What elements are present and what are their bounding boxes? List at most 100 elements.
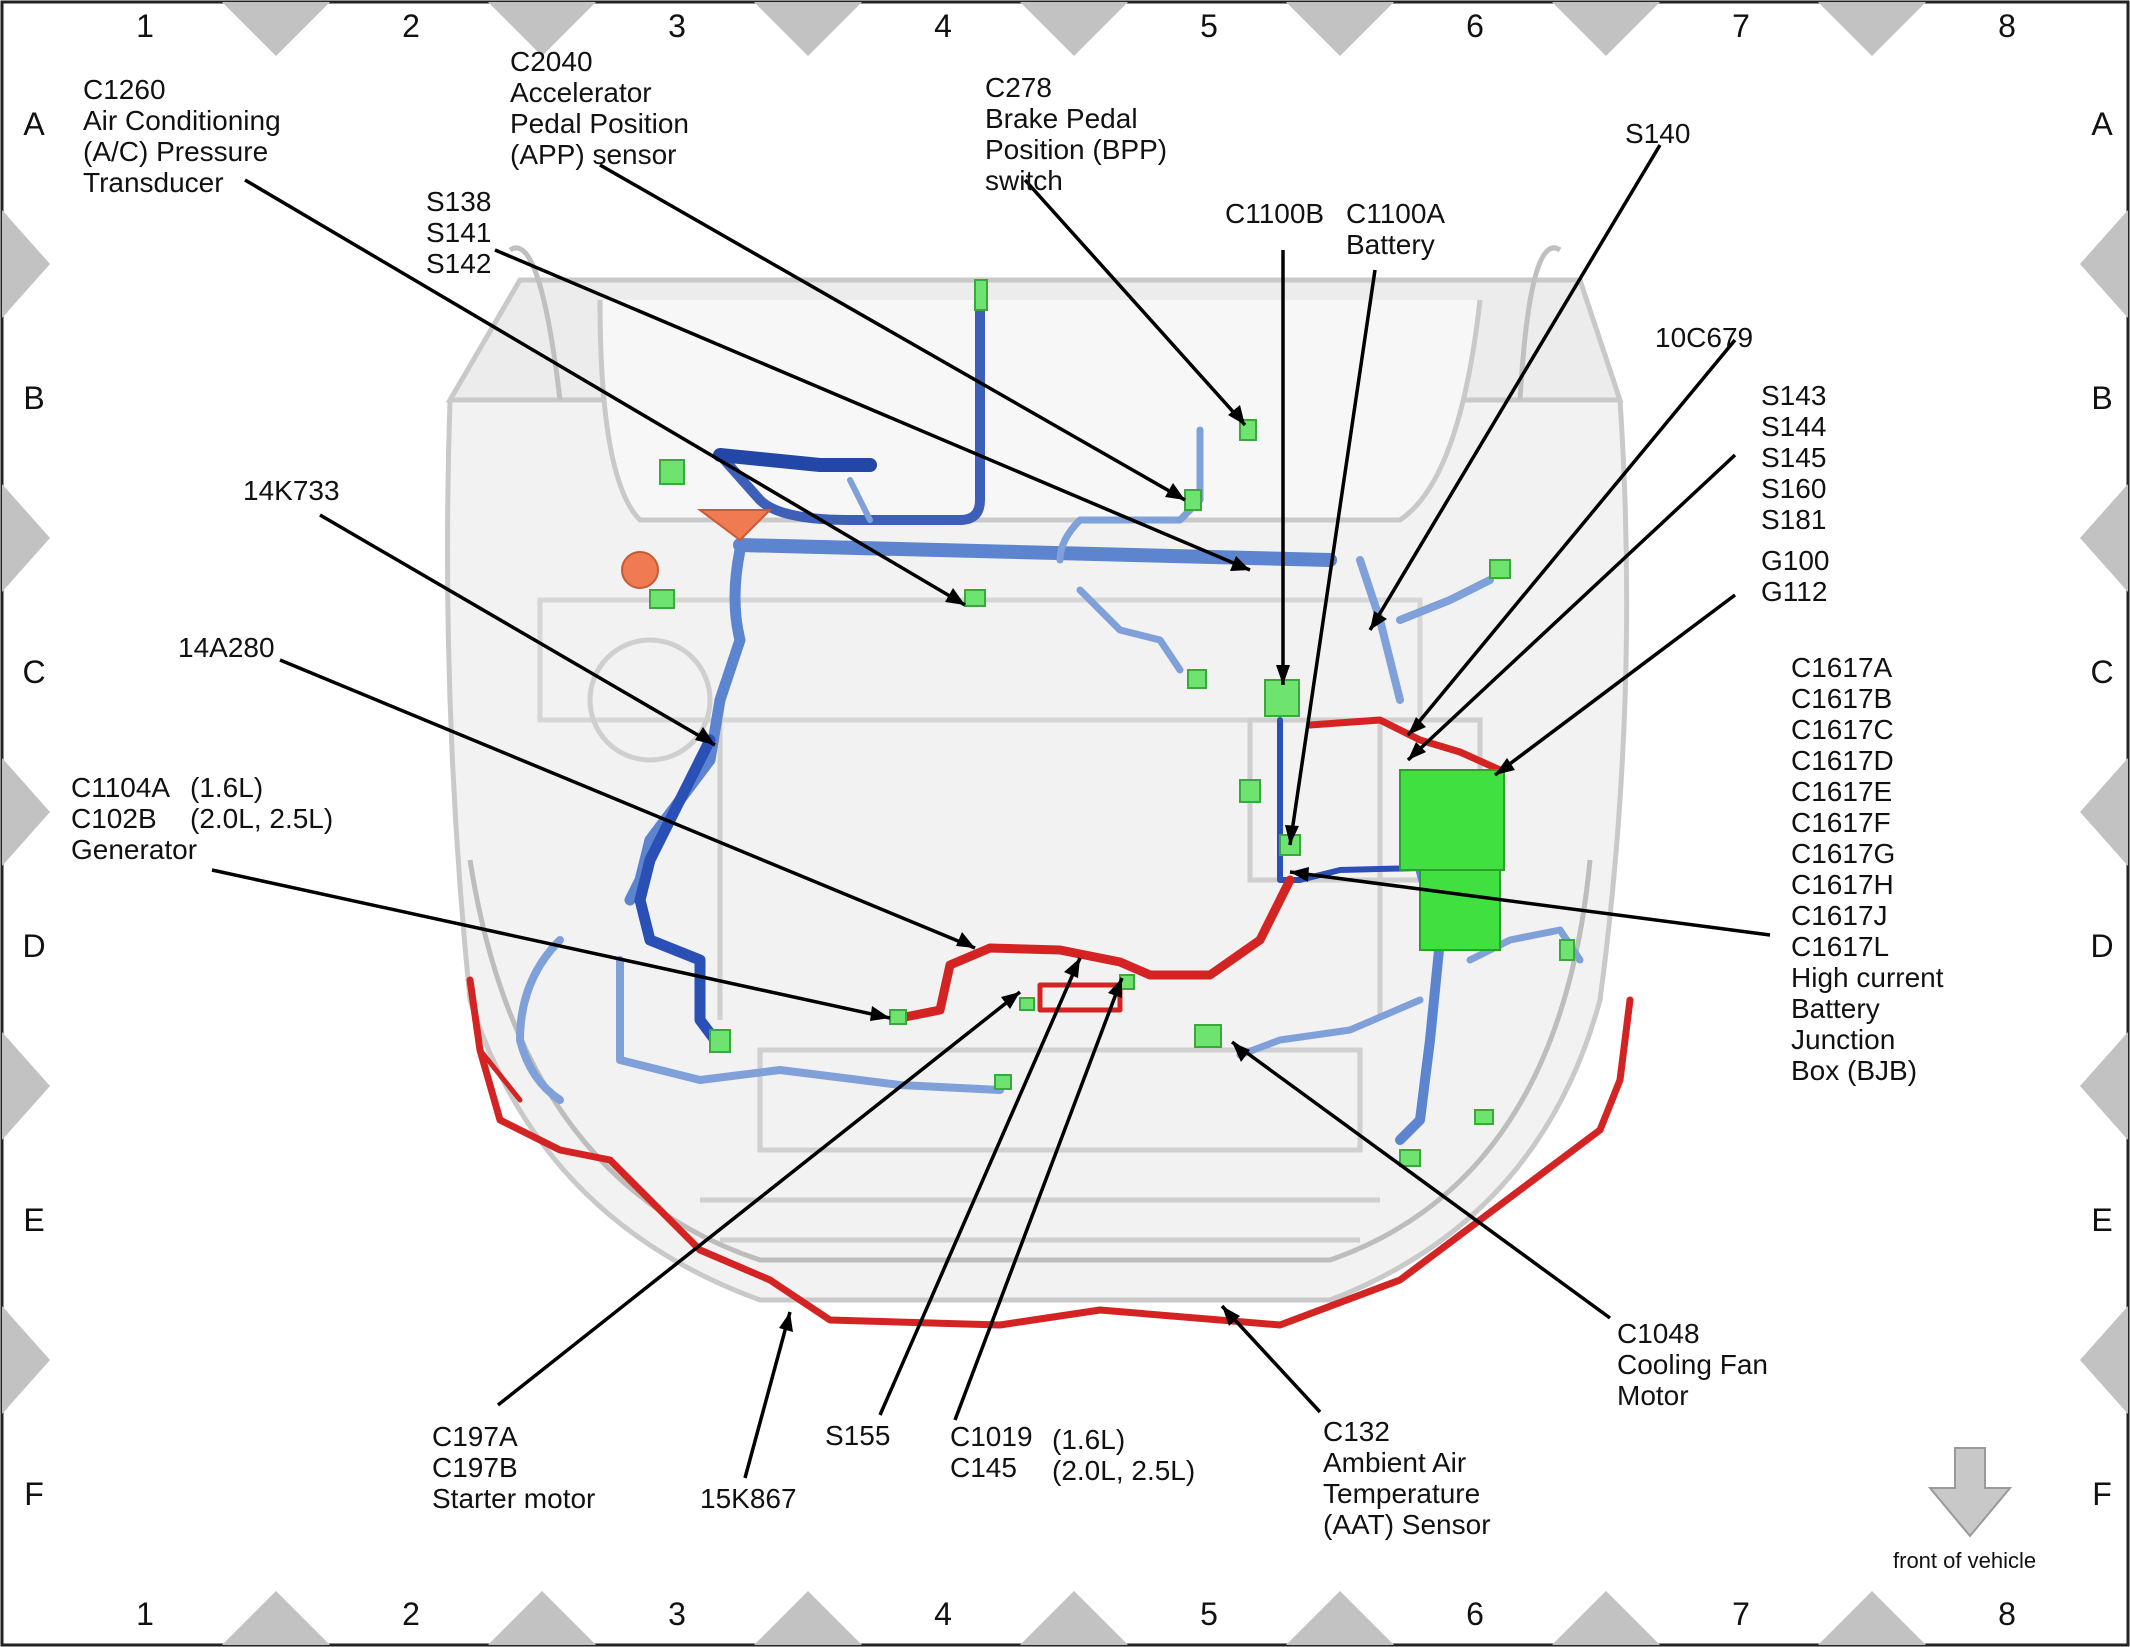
grid-column-3-bottom: 3 <box>668 1596 686 1632</box>
callout-c102b: C102B <box>71 803 157 834</box>
callout-line: Temperature <box>1323 1478 1481 1509</box>
callout-line: (AAT) Sensor <box>1323 1509 1491 1540</box>
callout-line: Motor <box>1617 1380 1689 1411</box>
grid-column-2-top: 2 <box>402 8 420 44</box>
grid-row-e-left: E <box>23 1202 45 1238</box>
callout-line: C1617F <box>1791 807 1891 838</box>
callout-line: G100 <box>1761 545 1830 576</box>
grid-row-c-right: C <box>2090 654 2114 690</box>
red-harness <box>466 716 1634 1329</box>
callout-line: Box (BJB) <box>1791 1055 1918 1086</box>
grid-row-e-right: E <box>2091 1202 2113 1238</box>
grid-column-7-bottom: 7 <box>1732 1596 1750 1632</box>
grid-row-b-left: B <box>23 380 45 416</box>
callout-line: 14A280 <box>178 632 275 663</box>
callout-generator: Generator <box>71 834 197 865</box>
callout-line: Cooling Fan <box>1617 1349 1768 1380</box>
grid-column-3-top: 3 <box>668 8 686 44</box>
grid-row-c-left: C <box>22 654 46 690</box>
callout-line: C1617A <box>1791 652 1893 683</box>
callout-line: C197A <box>432 1421 518 1452</box>
callout-line: Ambient Air <box>1323 1447 1467 1478</box>
callout-line: Battery <box>1791 993 1880 1024</box>
callout-line: S142 <box>426 248 492 279</box>
callout-line: C1100A <box>1346 198 1446 229</box>
front-direction-arrow-icon <box>1927 1447 2013 1538</box>
leader-arrowheads <box>695 405 1515 1332</box>
grid-row-b-right: B <box>2091 380 2113 416</box>
callout-line: S155 <box>825 1420 891 1451</box>
callout-line: Junction <box>1791 1024 1896 1055</box>
grid-column-4-bottom: 4 <box>934 1596 952 1632</box>
grid-column-4-top: 4 <box>934 8 952 44</box>
callout-line: S141 <box>426 217 492 248</box>
grid-row-d-right: D <box>2090 928 2114 964</box>
callout-line: S140 <box>1625 118 1691 149</box>
callout-line: C1019 <box>950 1421 1033 1452</box>
callout-line: C197B <box>432 1452 518 1483</box>
callout-line: (2.0L, 2.5L) <box>190 803 334 834</box>
callout-line: (A/C) Pressure <box>83 136 269 167</box>
callout-line: (1.6L) <box>1052 1424 1126 1455</box>
callout-line: switch <box>985 165 1063 196</box>
callout-line: C1104A <box>71 772 171 803</box>
callout-line: (2.0L, 2.5L) <box>1052 1455 1196 1486</box>
callout-c1019-engine: (1.6L)(2.0L, 2.5L) <box>1052 1424 1195 1486</box>
callout-line: S138 <box>426 186 492 217</box>
callout-line: Air Conditioning <box>83 105 281 136</box>
grid-column-6-bottom: 6 <box>1466 1596 1484 1632</box>
callout-line: Generator <box>71 834 198 865</box>
callout-c102b-engine: (2.0L, 2.5L) <box>190 803 333 834</box>
callout-line: Accelerator <box>510 77 652 108</box>
callout-line: C1100B <box>1225 198 1325 229</box>
callout-line: Transducer <box>83 167 224 198</box>
callout-line: C1617G <box>1791 838 1896 869</box>
callout-line: C132 <box>1323 1416 1390 1447</box>
grid-row-f-right: F <box>2092 1476 2112 1512</box>
callout-14a280: 14A280 <box>178 632 275 663</box>
callout-line: (APP) sensor <box>510 139 677 170</box>
callout-15k867: 15K867 <box>700 1483 797 1514</box>
callout-c1100b: C1100B <box>1225 198 1324 229</box>
callout-line: 14K733 <box>243 475 340 506</box>
callout-line: G112 <box>1761 576 1828 607</box>
grid-column-8-bottom: 8 <box>1998 1596 2016 1632</box>
callout-line: 15K867 <box>700 1483 797 1514</box>
callout-line: C1260 <box>83 74 166 105</box>
front-of-vehicle-caption: front of vehicle <box>1893 1548 2037 1573</box>
callout-line: Pedal Position <box>510 108 690 139</box>
connectors <box>649 279 1575 1167</box>
callout-line: Starter motor <box>432 1483 596 1514</box>
callout-line: Battery <box>1346 229 1435 260</box>
callout-line: S144 <box>1761 411 1827 442</box>
callout-line: S143 <box>1761 380 1827 411</box>
callout-line: C1617H <box>1791 869 1894 900</box>
battery-junction-box <box>1399 769 1505 951</box>
callout-line: C1617C <box>1791 714 1894 745</box>
callout-line: C1617D <box>1791 745 1894 776</box>
callout-line: Brake Pedal <box>985 103 1138 134</box>
callout-line: 10C679 <box>1655 322 1754 353</box>
grid-column-5-bottom: 5 <box>1200 1596 1218 1632</box>
callout-line: C145 <box>950 1452 1017 1483</box>
grid-column-7-top: 7 <box>1732 8 1750 44</box>
leader-lines <box>211 144 1771 1479</box>
callout-line: S145 <box>1761 442 1827 473</box>
grid-column-6-top: 6 <box>1466 8 1484 44</box>
grid-column-1-bottom: 1 <box>136 1596 154 1632</box>
grid-column-8-top: 8 <box>1998 8 2016 44</box>
callout-s140: S140 <box>1625 118 1690 149</box>
grid-row-a-right: A <box>2091 106 2113 142</box>
grid-row-f-left: F <box>24 1476 44 1512</box>
callout-line: S181 <box>1761 504 1827 535</box>
